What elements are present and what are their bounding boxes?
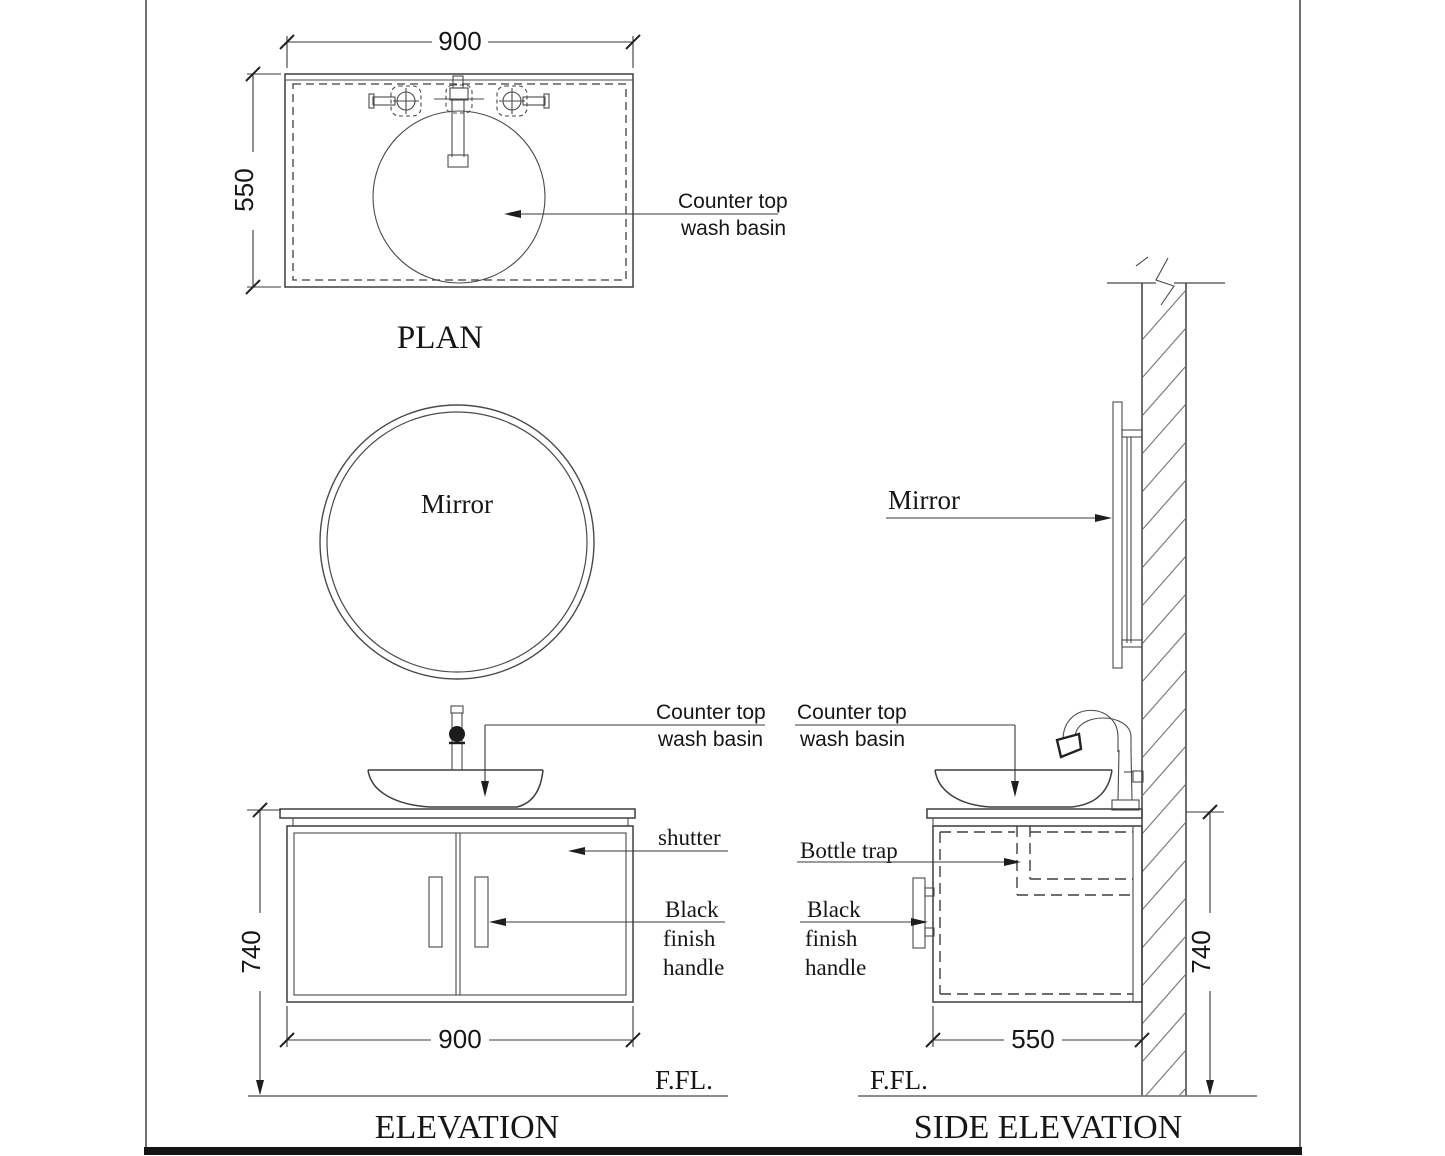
plan-counter-outline (284, 73, 634, 288)
side-handle-leader: Black finish handle (800, 897, 928, 980)
side-counter (926, 808, 1143, 827)
side-mirror (1112, 401, 1143, 669)
side-mirror-leader: Mirror (886, 485, 1112, 522)
bottle-trap (1016, 826, 1133, 896)
plan-dim-depth-text: 550 (229, 168, 259, 211)
drawing-frame (144, 0, 1302, 1155)
elevation-handle-label-line3: handle (663, 955, 724, 980)
bottle-trap-label: Bottle trap (800, 838, 898, 863)
wall-section (1107, 256, 1225, 1096)
side-handle-label-line3: handle (805, 955, 866, 980)
side-cabinet (912, 825, 1143, 1003)
side-dim-height-text: 740 (1186, 930, 1216, 973)
elevation-dim-width-text: 900 (438, 1024, 481, 1054)
side-mirror-label: Mirror (888, 485, 960, 515)
side-basin-label-line1: Counter top (797, 701, 907, 724)
mirror-outer-circle (319, 404, 595, 680)
frame-bottom-bar (144, 1147, 1302, 1155)
mirror-front-view: Mirror (319, 404, 595, 680)
elevation-basin-label-line2: wash basin (657, 728, 763, 751)
plan-basin-label-line2: wash basin (680, 217, 786, 240)
plan-basin-leader: Counter top wash basin (504, 190, 788, 240)
elevation-handle-leader: Black finish handle (489, 897, 725, 980)
elevation-handle-right (474, 876, 489, 948)
side-faucet-handle (1132, 770, 1144, 783)
elevation-dim-height-text: 740 (236, 930, 266, 973)
side-basin-label-line2: wash basin (799, 728, 905, 751)
elevation-handle-label-line1: Black (665, 897, 719, 922)
wall-break-symbol (1135, 256, 1175, 306)
elevation-handle-label-line2: finish (663, 926, 716, 951)
plan-wash-basin-circle (372, 110, 546, 284)
side-elevation-title: SIDE ELEVATION (914, 1109, 1183, 1146)
elevation-faucet (449, 705, 465, 770)
elevation-dim-width: 900 (279, 1006, 641, 1054)
mirror-front-label: Mirror (421, 489, 493, 519)
side-ffl-label: F.FL. (870, 1065, 928, 1095)
bottle-trap-leader: Bottle trap (797, 838, 1021, 866)
plan-dim-depth: 550 (229, 66, 281, 295)
mirror-inner-circle (326, 411, 588, 673)
plan-title: PLAN (397, 320, 483, 356)
plan-dim-width: 900 (279, 26, 641, 68)
elevation-faucet-knob (449, 726, 465, 742)
elevation-title: ELEVATION (375, 1109, 559, 1146)
elevation-basin-leader: Counter top wash basin (481, 701, 766, 797)
plan-counter-dashed-inset (292, 83, 627, 281)
elevation-basin-label-line1: Counter top (656, 701, 766, 724)
elevation-view: Counter top wash basin shutter Black fin… (236, 701, 766, 1146)
plan-faucet-spout (434, 75, 484, 168)
plan-faucet-set (368, 75, 550, 168)
side-dim-depth: 550 (925, 1006, 1150, 1054)
side-wash-basin (934, 769, 1113, 808)
side-dim-height: 740 (1186, 804, 1224, 1095)
side-handle (912, 877, 935, 949)
elevation-wash-basin (367, 769, 544, 808)
elevation-shutter-leader: shutter (568, 825, 728, 855)
side-faucet (1055, 709, 1144, 811)
elevation-shutter-label: shutter (658, 825, 721, 850)
plan-faucet-valve-right (496, 85, 550, 117)
wall-hatch (1142, 289, 1186, 1096)
elevation-cabinet (286, 825, 634, 1003)
side-basin-leader: Counter top wash basin (795, 701, 1019, 797)
elevation-ffl-label: F.FL. (655, 1065, 713, 1095)
side-dim-depth-text: 550 (1011, 1024, 1054, 1054)
side-handle-label-line2: finish (805, 926, 858, 951)
mirror-bracket-top (1121, 429, 1143, 438)
elevation-handle-left (428, 876, 443, 948)
plan-basin-label-line1: Counter top (678, 190, 788, 213)
mirror-bracket-bottom (1121, 639, 1143, 648)
elevation-counter (279, 808, 636, 827)
plan-faucet-valve-left (368, 85, 422, 117)
plan-view: 900 550 Counter top wash basin PLAN (229, 26, 788, 356)
side-faucet-spout-tip (1055, 732, 1083, 759)
side-handle-label-line1: Black (807, 897, 861, 922)
plan-dim-width-text: 900 (438, 26, 481, 56)
elevation-dim-height: 740 (236, 802, 281, 1095)
side-elevation-view: Mirror (795, 256, 1257, 1146)
